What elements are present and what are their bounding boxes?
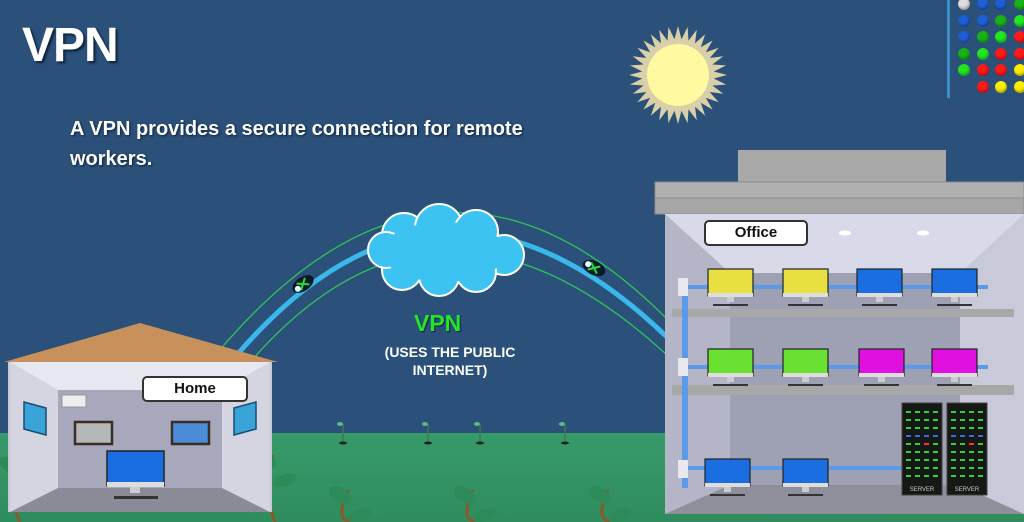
grid-dot <box>958 31 970 43</box>
vpn-tunnel-label: VPN <box>414 310 462 336</box>
grid-dot <box>1013 64 1024 76</box>
office-computer <box>782 268 829 306</box>
grid-dot <box>976 31 989 43</box>
plant-icon <box>589 486 632 522</box>
wall-jack <box>678 278 688 296</box>
cloud-icon <box>367 203 525 297</box>
plant-icon <box>454 486 497 522</box>
plant-icon <box>329 486 372 522</box>
office-building: SERVER SERVER <box>654 150 1024 514</box>
grid-dot <box>976 64 989 76</box>
office-sign: Office <box>704 220 808 246</box>
grid-dot <box>995 0 1007 10</box>
office-computer <box>782 348 829 386</box>
grid-dot <box>958 64 970 76</box>
small-plant-icon <box>337 422 347 445</box>
small-plant-icon <box>474 422 484 445</box>
grid-dot <box>1013 47 1024 60</box>
office-computer <box>858 348 905 386</box>
ceiling-light <box>839 230 851 236</box>
roof <box>4 323 278 362</box>
home-computer <box>106 450 165 499</box>
office-computer <box>931 268 978 306</box>
sublabel-line-2: INTERNET) <box>412 362 488 378</box>
grid-dot <box>1013 31 1024 43</box>
grid-dot <box>976 0 989 10</box>
office-computer <box>707 348 754 386</box>
slide-subtitle: A VPN provides a secure connection for r… <box>70 118 523 170</box>
window-left <box>23 401 47 436</box>
grid-dot <box>1013 0 1024 10</box>
wall-picture <box>170 420 211 446</box>
home-building <box>4 323 278 512</box>
small-plant-icon <box>422 422 432 445</box>
grid-dot <box>958 14 970 27</box>
window-right <box>233 401 257 436</box>
floor-shelf <box>672 309 1014 317</box>
server-label: SERVER <box>955 487 980 493</box>
server-rack: SERVER SERVER <box>901 402 988 496</box>
divider-line <box>947 0 950 98</box>
office-computer <box>931 348 978 386</box>
server-label: SERVER <box>910 487 935 493</box>
wall-jack <box>678 358 688 376</box>
decorative-dot-grid <box>958 0 1024 98</box>
office-computer <box>707 268 754 306</box>
small-plant-icon <box>559 422 569 445</box>
grid-dot <box>958 47 970 60</box>
sun-icon <box>629 26 727 124</box>
encrypted-packet-icon <box>292 275 314 293</box>
wall-jack <box>678 460 688 478</box>
sublabel-line-1: (USES THE PUBLIC <box>384 344 516 360</box>
grid-dot <box>976 47 989 60</box>
floor-shelf <box>672 385 1014 395</box>
grid-dot <box>995 14 1007 27</box>
grid-dot <box>995 64 1007 76</box>
grid-dot <box>976 14 989 27</box>
network-cable <box>682 283 688 488</box>
air-vent <box>61 394 87 408</box>
grid-dot <box>1013 80 1024 93</box>
slide-title: VPN <box>22 19 119 72</box>
grid-dot <box>976 80 989 93</box>
office-computer <box>782 458 829 496</box>
grid-dot <box>958 0 970 10</box>
home-sign: Home <box>142 376 248 402</box>
ceiling-light <box>917 230 929 236</box>
office-computer <box>856 268 903 306</box>
encrypted-packet-icon <box>582 259 606 277</box>
vpn-tunnel-sublabel: (USES THE PUBLIC INTERNET) <box>360 343 540 379</box>
grid-dot <box>995 80 1007 93</box>
grid-dot <box>995 47 1007 60</box>
grid-dot <box>1013 14 1024 27</box>
grid-dot <box>995 31 1007 43</box>
wall-picture <box>73 420 114 446</box>
office-computer <box>704 458 751 496</box>
